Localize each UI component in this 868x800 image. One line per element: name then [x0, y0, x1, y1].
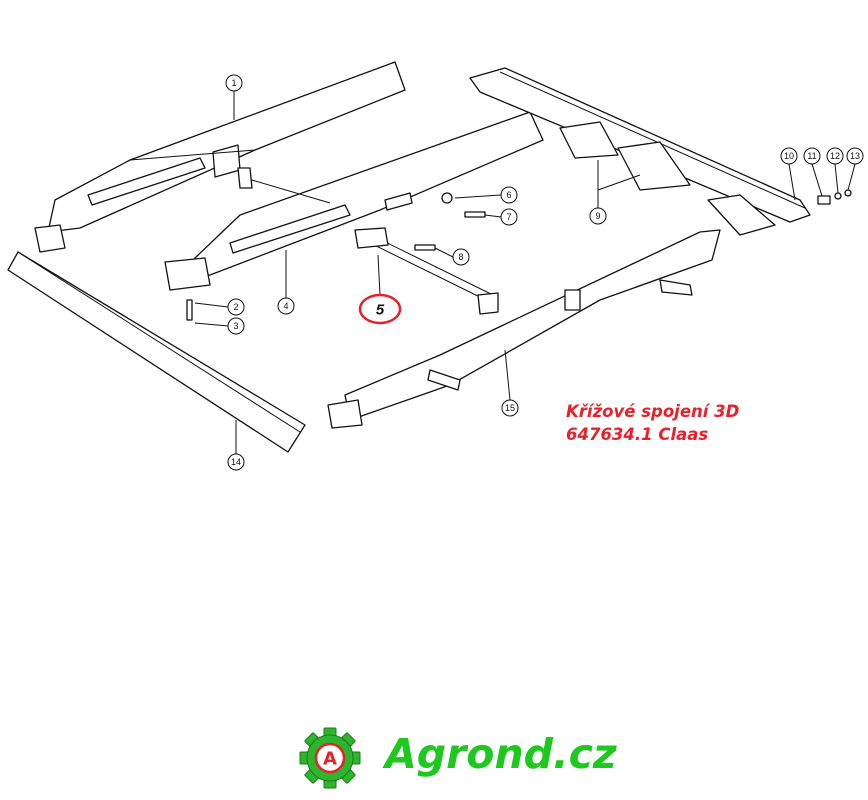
callout-1: 1 — [225, 74, 243, 92]
part-4-beam — [164, 111, 544, 291]
callout-6: 6 — [500, 186, 518, 204]
caption-part-number: 647634.1 Claas — [566, 425, 709, 444]
part-caption: Křížové spojení 3D 647634.1 Claas — [566, 400, 739, 446]
brand-name: Agrond.cz — [385, 730, 617, 778]
callout-3: 3 — [227, 317, 245, 335]
svg-text:14: 14 — [231, 457, 241, 467]
part-14-deflector — [7, 251, 306, 453]
svg-text:9: 9 — [595, 211, 600, 221]
svg-text:8: 8 — [458, 252, 463, 262]
logo-letter: A — [323, 749, 337, 770]
caption-title: Křížové spojení 3D — [566, 402, 740, 421]
parts-diagram: 1 2 3 4 5 6 7 8 9 10 11 12 13 14 15 — [7, 61, 864, 471]
svg-text:5: 5 — [376, 302, 385, 319]
svg-text:13: 13 — [850, 151, 860, 161]
part-5-cross-brace — [237, 167, 499, 315]
callout-2: 2 — [227, 298, 245, 316]
part-9-guards — [559, 121, 776, 236]
svg-text:7: 7 — [506, 212, 511, 222]
svg-text:10: 10 — [784, 151, 794, 161]
callout-14: 14 — [227, 453, 245, 471]
callout-10: 10 — [780, 147, 798, 165]
svg-text:6: 6 — [506, 190, 511, 200]
callout-12: 12 — [826, 147, 844, 165]
svg-text:11: 11 — [807, 151, 816, 161]
svg-text:3: 3 — [233, 321, 238, 331]
callout-15: 15 — [501, 399, 519, 417]
svg-text:15: 15 — [505, 403, 515, 413]
part-15-beam — [327, 229, 721, 429]
callout-4: 4 — [277, 297, 295, 315]
hardware-parts — [186, 189, 852, 321]
gear-icon: A — [299, 727, 361, 789]
svg-text:2: 2 — [233, 302, 238, 312]
part-1-beam — [34, 61, 406, 253]
callout-8: 8 — [452, 248, 470, 266]
svg-text:12: 12 — [830, 151, 840, 161]
callout-9: 9 — [589, 207, 607, 225]
svg-text:4: 4 — [283, 301, 288, 311]
callout-7: 7 — [500, 208, 518, 226]
callout-13: 13 — [846, 147, 864, 165]
callout-5-highlighted: 5 — [358, 293, 402, 325]
leader-lines — [194, 91, 856, 454]
svg-text:1: 1 — [231, 78, 236, 88]
callout-11: 11 — [803, 147, 821, 165]
